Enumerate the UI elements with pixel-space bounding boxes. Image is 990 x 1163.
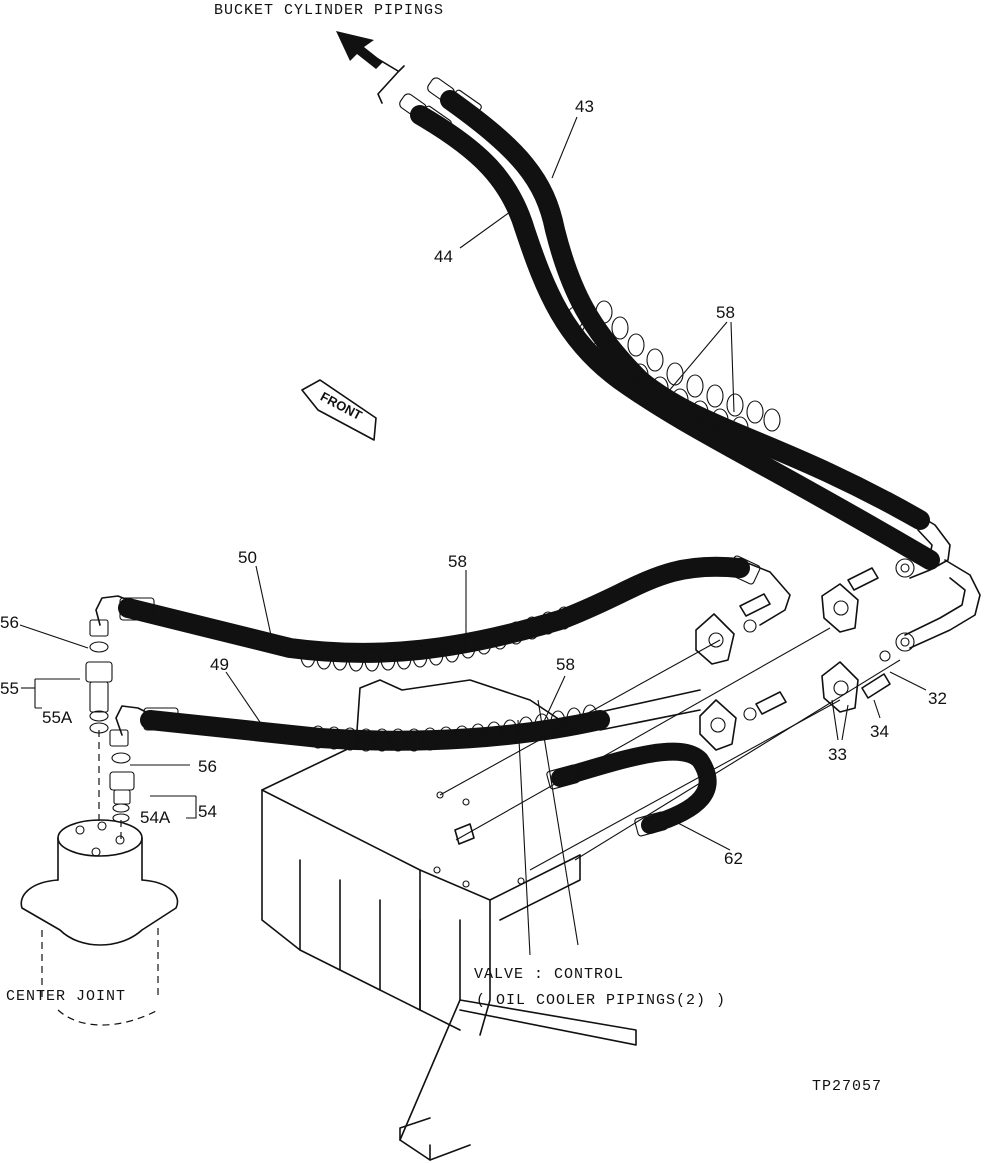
spring-guard-58-upper — [566, 300, 781, 440]
callout-55: 55 — [0, 679, 19, 698]
center-joint — [20, 730, 179, 1026]
callout-55a: 55A — [42, 708, 73, 727]
brackets-55-54 — [19, 624, 197, 819]
flange-fittings — [695, 583, 891, 751]
spring-guard-58-lower — [310, 704, 598, 752]
front-arrow-icon: FRONT — [301, 379, 377, 441]
callout-43: 43 — [575, 97, 594, 116]
callout-33: 33 — [828, 745, 847, 764]
callout-58-upper: 58 — [716, 303, 735, 322]
callout-56-lower: 56 — [198, 757, 217, 776]
pipe-group-bracket — [377, 65, 405, 104]
tube-right-elbows — [895, 509, 981, 652]
callout-58-middle: 58 — [448, 552, 467, 571]
diagram-title: BUCKET CYLINDER PIPINGS — [214, 2, 444, 19]
valve-label: VALVE : CONTROL — [474, 966, 624, 983]
figure-id: TP27057 — [812, 1078, 882, 1095]
callout-62: 62 — [724, 849, 743, 868]
callout-leaders — [225, 116, 927, 851]
hose-50 — [89, 555, 791, 663]
hose-43 — [440, 90, 930, 530]
callout-54: 54 — [198, 802, 217, 821]
center-joint-label: CENTER JOINT — [6, 988, 126, 1005]
direction-arrow-icon — [336, 31, 399, 72]
callout-56-upper: 56 — [0, 613, 19, 632]
hose-62 — [546, 742, 717, 837]
control-valve-body — [261, 679, 637, 1161]
hose-44 — [410, 105, 940, 570]
valve-sublabel: ( OIL COOLER PIPINGS(2) ) — [476, 992, 726, 1009]
callout-49: 49 — [210, 655, 229, 674]
callout-58-lower: 58 — [556, 655, 575, 674]
callout-54a: 54A — [140, 808, 171, 827]
callout-34: 34 — [870, 722, 889, 741]
fitting-stack-54 — [109, 752, 135, 823]
hose-end-fitting-icon — [399, 77, 482, 137]
spring-guard-58-middle — [300, 606, 572, 672]
fitting-stack-55 — [85, 641, 113, 734]
projection-lines — [439, 627, 901, 956]
bolt-34-icon — [739, 567, 891, 715]
callout-50: 50 — [238, 548, 257, 567]
callout-44: 44 — [434, 247, 453, 266]
callout-32: 32 — [928, 689, 947, 708]
